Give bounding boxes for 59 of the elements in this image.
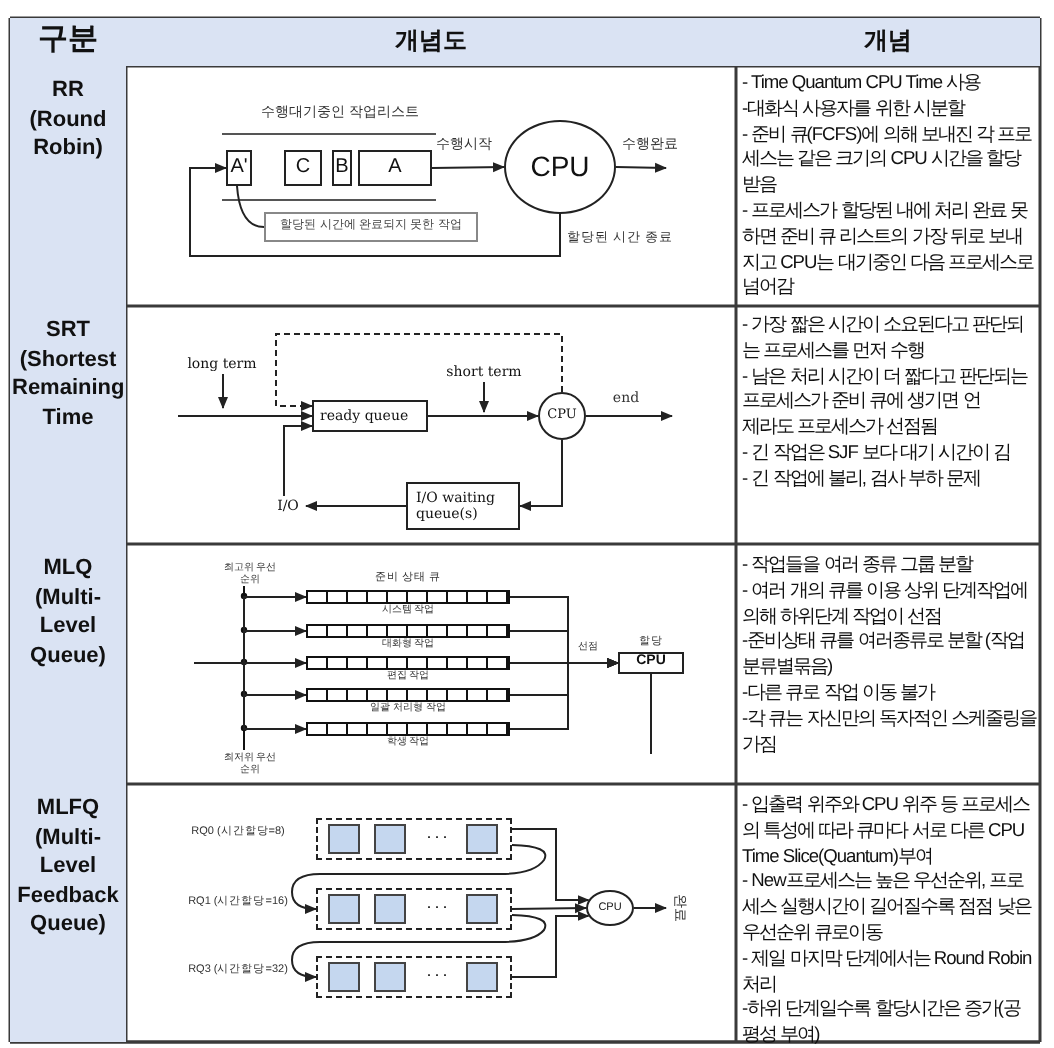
description-text: - 작업들을 여러 종류 그룹 분할 <box>742 552 976 578</box>
queue-bar <box>306 624 510 638</box>
description-text: - 긴 작업에 불리, 검사 부하 문제 <box>742 465 983 492</box>
row-header-cell: SRT (Shortest Remaining Time <box>10 306 126 544</box>
description-text: -각 큐는 자신만의 독자적인 스케줄링을가짐 <box>742 705 1036 757</box>
header-cell: 구분 <box>10 18 126 66</box>
header-cell: 개념 <box>736 18 1040 66</box>
arrow <box>177 411 313 421</box>
description-text: - New프로세스는 높은 우선순위, 프로세스 실행시간이 길어질수록 점점 낮은 우선순위 큐로이동 <box>742 868 1034 946</box>
description-text: - 프로세스가 할당된 내에 처리 완료 못하면 준비 큐 리스트의 가장 뒤로 보내지고 CPU는 대기중인 다음 프로세스로 넘어감 <box>742 197 1036 301</box>
description-text: - 제일 마지막 단계에서는 Round Robin 처리 <box>742 945 1034 997</box>
arrow <box>218 373 228 409</box>
description-text: -대화식 사용자를 위한 시분할 <box>742 95 967 122</box>
queue-bar <box>306 656 510 670</box>
arrow <box>291 914 547 982</box>
description-text: - 입출력 위주와 CPU 위주 등 프로세스의 특성에 따라 큐마다 서로 다른 CPU Time Slice(Quantum)부여 <box>742 792 1032 869</box>
description-text: -하위 단계일수록 할당시간은 증가(공평성 부여) <box>742 996 1023 1048</box>
arrow <box>511 828 590 905</box>
description-text: - 준비 큐(FCFS)에 의해 보내진 각 프로세스는 같은 크기의 CPU 시간을 할당 받음 <box>742 121 1034 198</box>
arrow <box>427 411 539 421</box>
queue-bar <box>306 722 510 736</box>
arrow <box>283 421 313 497</box>
connector-line <box>650 673 652 755</box>
arrow <box>479 381 489 413</box>
queue-bar <box>306 590 510 604</box>
queue-box: ··· <box>316 818 512 860</box>
row-header-cell: RR (Round Robin) <box>10 66 126 306</box>
header-cell: 개념도 <box>126 18 736 66</box>
arrow <box>291 844 547 914</box>
row-header-cell: MLQ (Multi-Level Queue) <box>10 544 126 784</box>
leader-line <box>236 185 265 228</box>
description-text: - 가장 짧은 시간이 소요된다고 판단되는 프로세스를 먼저 수행 <box>742 312 1026 364</box>
arrow <box>509 658 619 730</box>
queue-box: ··· <box>316 888 512 930</box>
description-text: - 긴 작업은 SJF 보다 대기 시간이 김 <box>742 439 1013 466</box>
arrow <box>305 501 407 511</box>
arrow <box>189 163 561 257</box>
queue-bar <box>306 688 510 702</box>
queue-item-box: A' <box>226 150 252 186</box>
description-text: -다른 큐로 작업 이동 불가 <box>742 679 937 706</box>
row-header-cell: MLFQ (Multi-Level Feedback Queue) <box>10 784 126 1042</box>
description-text: - 여러 개의 큐를 이용 상위 단계작업에 의해 하위단계 작업이 선점 <box>742 577 1030 629</box>
arrow <box>275 333 563 411</box>
arrow <box>431 162 505 173</box>
arrow <box>585 411 673 421</box>
description-text: - 남은 처리 시간이 더 짧다고 판단되는 프로세스가 준비 큐에 생기면 언 <box>742 363 1030 415</box>
description-text: - Time Quantum CPU Time 사용 <box>742 70 983 96</box>
description-text: -준비상태 큐를 여러종류로 분할 (작업분류별묶음) <box>742 628 1027 680</box>
queue-item-box: B <box>332 150 352 186</box>
arrow <box>615 162 667 173</box>
description-text: 제라도 프로세스가 선점됨 <box>742 414 940 440</box>
queue-item-box: C <box>284 150 322 186</box>
arrow <box>519 439 563 511</box>
arrow <box>511 911 590 978</box>
arrow <box>633 903 667 913</box>
queue-box: ··· <box>316 956 512 998</box>
queue-item-box: A <box>358 150 432 186</box>
cpu-circle: CPU <box>504 120 616 214</box>
arrow <box>511 903 587 914</box>
